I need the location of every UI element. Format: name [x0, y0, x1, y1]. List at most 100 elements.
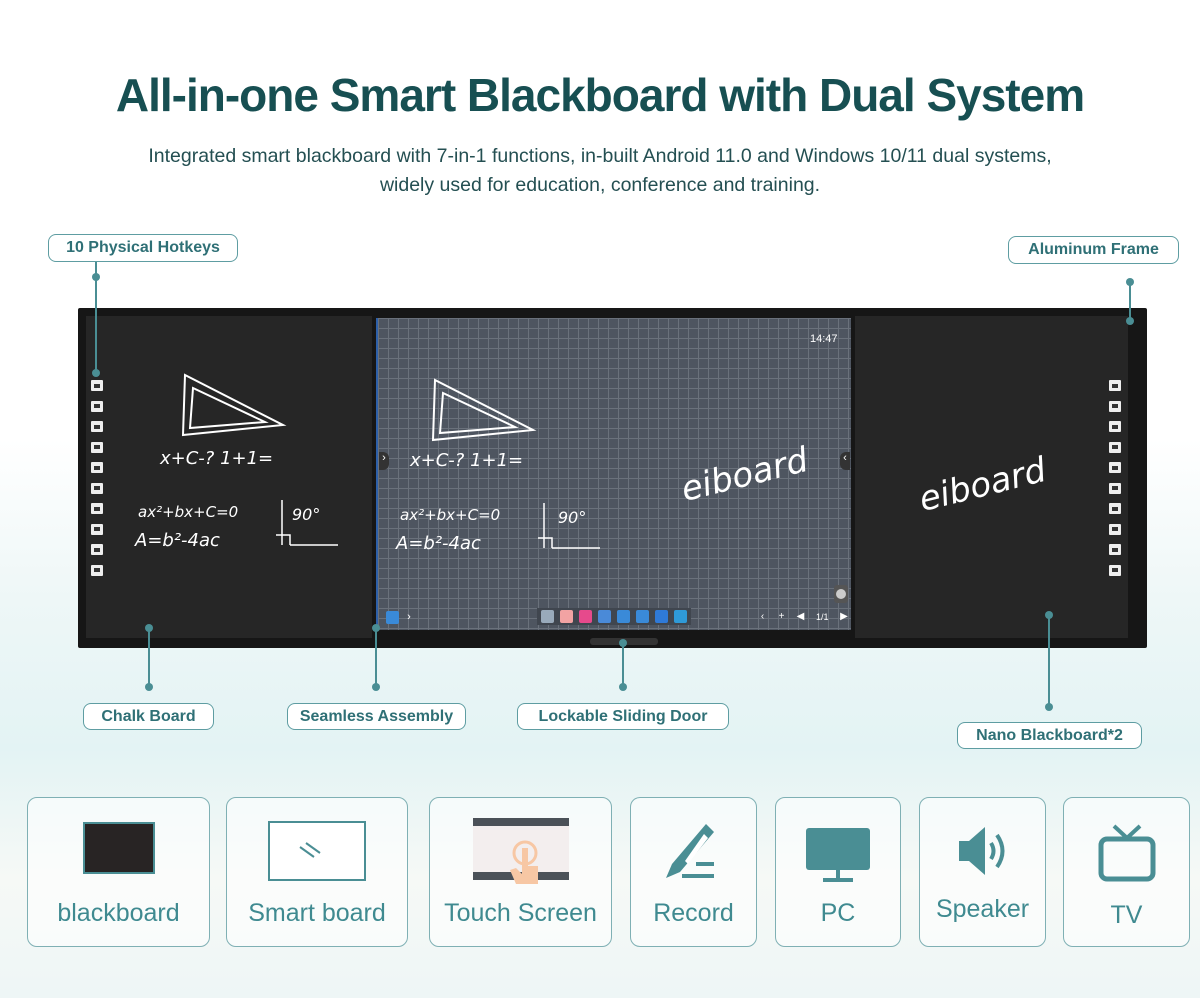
- feature-card-blackboard: blackboard: [27, 797, 210, 947]
- page-title: All-in-one Smart Blackboard with Dual Sy…: [115, 69, 1085, 121]
- callout-line: [148, 628, 150, 688]
- callout-sliding-door: Lockable Sliding Door: [517, 703, 729, 730]
- feature-label: TV: [1110, 901, 1143, 929]
- floating-ball-button[interactable]: [834, 585, 848, 603]
- angle-label: 90°: [292, 505, 321, 524]
- equation: ax²+bx+C=0: [400, 506, 501, 524]
- callout-nano: Nano Blackboard*2: [957, 722, 1142, 749]
- callout-dot: [1045, 611, 1053, 619]
- subtitle-line-2: widely used for education, conference an…: [379, 174, 821, 196]
- text-tool-icon[interactable]: [598, 610, 611, 623]
- hotkey[interactable]: [91, 441, 103, 453]
- callout-dot: [619, 639, 627, 647]
- clock: 14:47: [810, 333, 838, 345]
- callout-dot: [145, 683, 153, 691]
- feature-card-tv: TV: [1063, 797, 1190, 947]
- hotkey[interactable]: [91, 544, 103, 555]
- callout-dot: [1045, 703, 1053, 711]
- callout-dot: [372, 683, 380, 691]
- callout-seamless: Seamless Assembly: [287, 703, 466, 730]
- hotkey[interactable]: [91, 482, 103, 494]
- callout-dot: [619, 683, 627, 691]
- callout-hotkeys: 10 Physical Hotkeys: [48, 234, 238, 262]
- drawing-toolbar: [537, 608, 691, 625]
- speaker-icon: [958, 827, 1004, 875]
- feature-label: Speaker: [935, 895, 1030, 923]
- hotkey[interactable]: [1109, 441, 1121, 453]
- feature-card-speaker: Speaker: [919, 797, 1046, 947]
- menu-icon[interactable]: [386, 611, 399, 624]
- delete-icon[interactable]: [674, 610, 687, 623]
- hotkey[interactable]: [1109, 503, 1121, 514]
- angle-drawing: [276, 500, 338, 546]
- callout-dot: [92, 369, 100, 377]
- angle-drawing: [538, 503, 600, 549]
- hotkey[interactable]: [1109, 380, 1121, 391]
- blackboard-icon: [82, 822, 155, 874]
- add-page-icon[interactable]: +: [778, 611, 785, 622]
- feature-card-record: Record: [630, 797, 757, 947]
- prev-icon[interactable]: ‹: [760, 611, 765, 622]
- right-chalk-panel: [855, 316, 1128, 638]
- smart-board-icon: [268, 821, 366, 881]
- hotkey[interactable]: [1109, 523, 1121, 535]
- feature-label: Smart board: [248, 899, 386, 927]
- feature-label: Touch Screen: [444, 899, 597, 927]
- angle-label: 90°: [558, 508, 587, 527]
- monitor-icon: [806, 828, 870, 882]
- hotkey[interactable]: [91, 380, 103, 391]
- hotkey[interactable]: [1109, 564, 1121, 576]
- left-hotkeys: [91, 380, 103, 576]
- callout-line: [375, 628, 377, 688]
- touch-screen-icon: [472, 818, 569, 884]
- feature-label: PC: [820, 899, 856, 927]
- left-chalk-panel: [86, 316, 372, 638]
- select-icon[interactable]: [655, 610, 668, 623]
- hotkey[interactable]: [91, 523, 103, 535]
- hotkey[interactable]: [91, 462, 103, 473]
- feature-label: blackboard: [57, 899, 180, 927]
- page-counter: 1/1: [816, 611, 829, 622]
- callout-line: [622, 643, 624, 688]
- chevron-right-icon[interactable]: ›: [407, 611, 411, 623]
- callout-line: [1048, 615, 1050, 710]
- equation: x+C-? 1+1=: [160, 448, 274, 469]
- callout-dot: [372, 624, 380, 632]
- hotkey[interactable]: [1109, 421, 1121, 432]
- undo-icon[interactable]: [617, 610, 630, 623]
- hotkey[interactable]: [91, 400, 103, 412]
- callout-chalk-board: Chalk Board: [83, 703, 214, 730]
- subtitle-line-1: Integrated smart blackboard with 7-in-1 …: [148, 145, 1052, 167]
- equation: ax²+bx+C=0: [138, 503, 239, 521]
- touch-screen-display[interactable]: [376, 318, 851, 630]
- page-navigation: ‹ + ◀ 1/1 ▶: [756, 610, 851, 623]
- equation: A=b²-4ac: [135, 530, 220, 551]
- equation: A=b²-4ac: [396, 533, 481, 554]
- hotkey[interactable]: [1109, 462, 1121, 473]
- hotkey[interactable]: [1109, 400, 1121, 412]
- tv-icon: [1098, 824, 1155, 882]
- shapes-icon[interactable]: [579, 610, 592, 623]
- hotkey[interactable]: [91, 503, 103, 514]
- hotkey[interactable]: [91, 564, 103, 576]
- eraser-icon[interactable]: [560, 610, 573, 623]
- triangle-ruler-drawing: [431, 378, 537, 442]
- feature-card-smart-board: Smart board: [226, 797, 408, 947]
- back-arrow-icon[interactable]: ◀: [796, 611, 805, 622]
- right-hotkeys: [1109, 380, 1121, 576]
- sidebar-expand-right[interactable]: ‹: [840, 452, 850, 470]
- feature-card-pc: PC: [775, 797, 901, 947]
- forward-arrow-icon[interactable]: ▶: [840, 611, 848, 622]
- feature-label: Record: [653, 899, 734, 927]
- callout-dot: [145, 624, 153, 632]
- hotkey[interactable]: [1109, 544, 1121, 555]
- equation: x+C-? 1+1=: [410, 450, 524, 471]
- callout-line: [1129, 282, 1131, 322]
- triangle-ruler-drawing: [181, 373, 287, 437]
- redo-icon[interactable]: [636, 610, 649, 623]
- callout-dot: [1126, 317, 1134, 325]
- hotkey[interactable]: [1109, 482, 1121, 494]
- pen-tool-icon[interactable]: [541, 610, 554, 623]
- sidebar-expand-left[interactable]: ›: [379, 452, 389, 470]
- hotkey[interactable]: [91, 421, 103, 432]
